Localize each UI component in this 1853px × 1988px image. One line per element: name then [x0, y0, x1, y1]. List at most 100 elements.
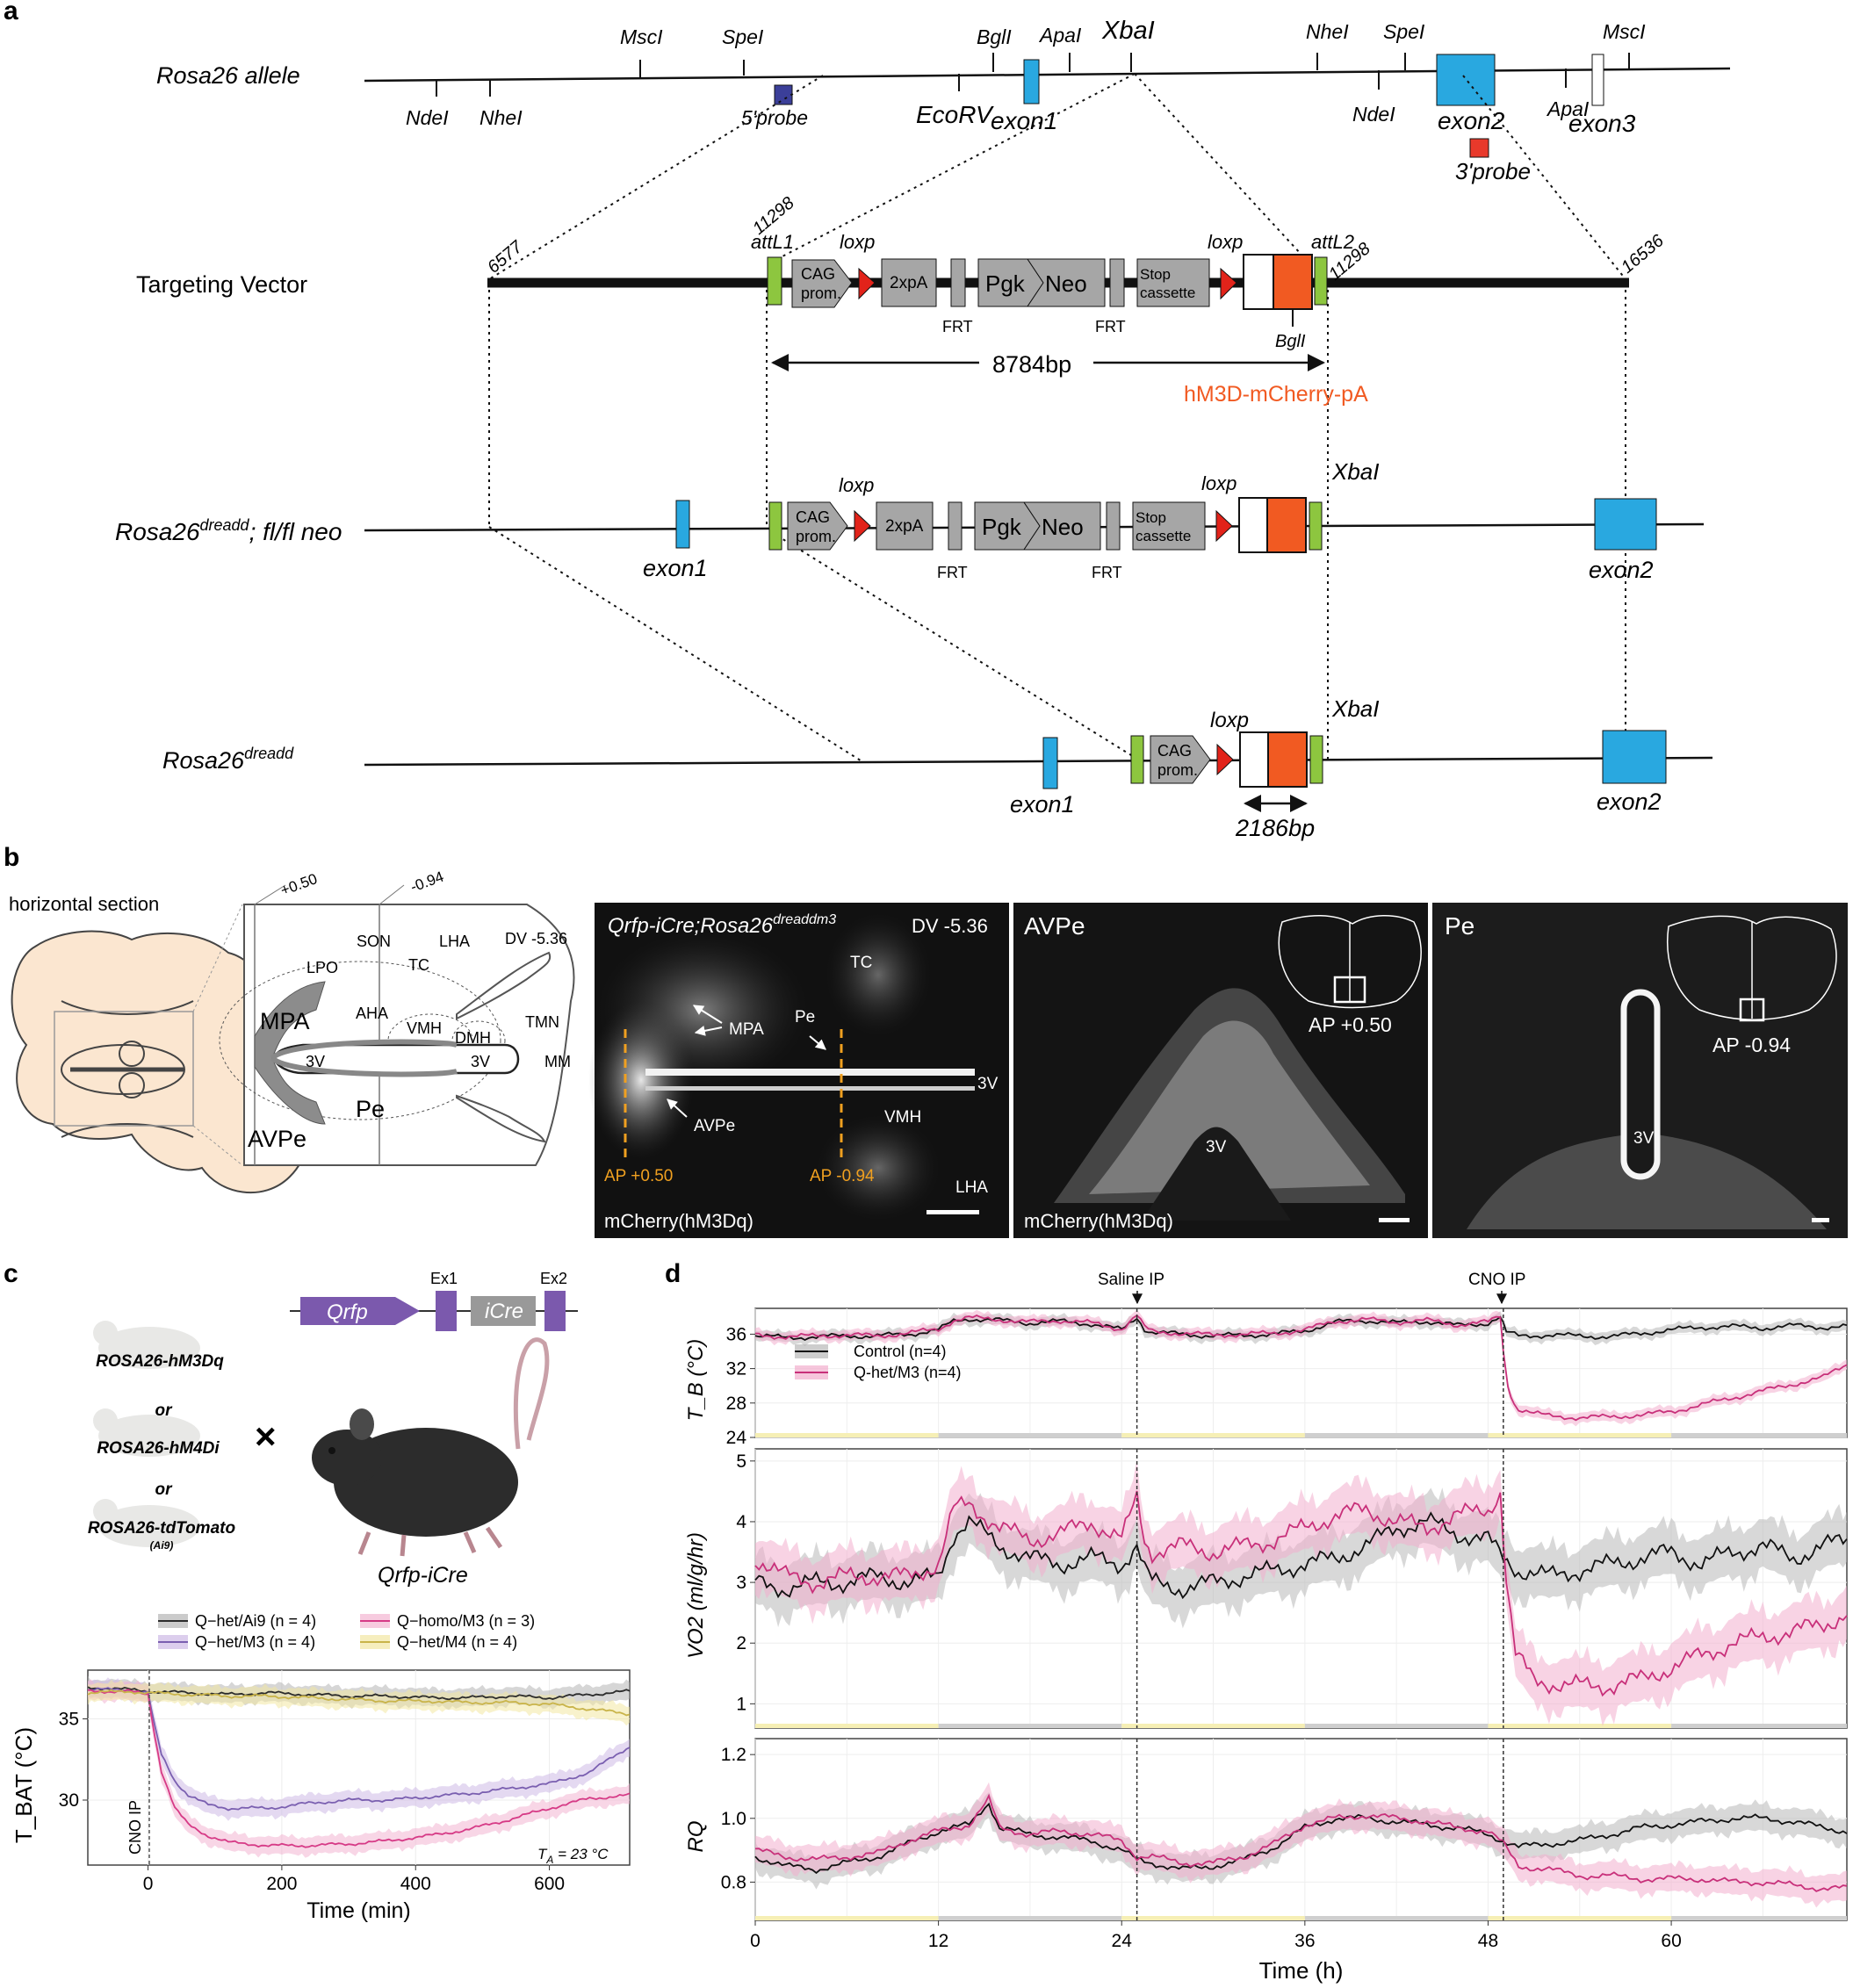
vector-loxp-2 [1220, 267, 1237, 300]
allele-exon1-box [1023, 59, 1040, 104]
chart-d-bands [755, 1459, 1847, 1726]
dark-phase-bar [938, 1916, 1122, 1920]
final-row-label: Rosa26dreadd [162, 745, 294, 774]
chart-d-lines [754, 1793, 1848, 1892]
vector-frt-2 [1109, 258, 1125, 307]
img1-dv: DV -5.36 [912, 915, 988, 937]
img1-TC: TC [850, 954, 872, 972]
img2-ap: AP +0.50 [1309, 1013, 1392, 1036]
probe3-label: 3'probe [1455, 158, 1531, 184]
chart-d-ytick-label: 1.2 [721, 1745, 746, 1765]
neo-cag-text: CAG [796, 508, 830, 526]
dark-phase-bar [1304, 1916, 1489, 1920]
light-phase-bar [1488, 1916, 1672, 1920]
img1-MPA: MPA [729, 1020, 764, 1039]
atlas-DV: DV -5.36 [505, 930, 567, 947]
vector-loxp-1 [858, 267, 876, 300]
vector-2xpa-box [881, 258, 937, 307]
line-ai9: (Ai9) [150, 1539, 174, 1552]
panel-b: b horizontal section +0.50 -0.94 [4, 843, 1848, 1238]
final-prom-text: prom. [1157, 761, 1198, 779]
img2-caption: mCherry(hM3Dq) [1024, 1210, 1173, 1232]
chart-c-ytick-label: 35 [59, 1710, 79, 1730]
neo-frt-label-2: FRT [1092, 564, 1122, 581]
img1-VMH: VMH [884, 1108, 921, 1127]
neo-xba-label: XbaI [1331, 458, 1380, 485]
vector-attL1-box [767, 256, 782, 306]
section-title: horizontal section [9, 893, 159, 915]
dark-phase-bar [1671, 1916, 1847, 1920]
vector-stop-text: Stop [1140, 266, 1171, 283]
neo-pgk-text: Pgk [982, 514, 1022, 540]
neo-2xpa-text: 2xpA [885, 517, 924, 536]
chart-d-xtick-label: 12 [928, 1931, 948, 1951]
chart-c-xtick-label: 200 [266, 1874, 297, 1894]
chart-d-xtick-label: 36 [1294, 1931, 1315, 1951]
panel-b-label: b [4, 843, 19, 872]
img3-ap: AP -0.94 [1712, 1034, 1791, 1056]
series-line-c-0 [87, 1686, 631, 1701]
site-ApaI-1: ApaI [1038, 24, 1082, 47]
atlas-SON: SON [357, 933, 391, 950]
chart-d-ytick-label: 4 [736, 1512, 746, 1532]
frt-label-1: FRT [942, 318, 973, 335]
vector-attL2-box [1314, 256, 1328, 306]
neo-stop-text: Stop [1136, 509, 1166, 526]
dark-phase-bar [1671, 1433, 1847, 1437]
coord-16536: 16536 [1618, 231, 1668, 277]
micrograph-avpe: AVPe AP +0.50 3V mCherry(hM3Dq) [1013, 903, 1428, 1238]
chart-d-ylabel: VO2 (ml/g/hr) [684, 1532, 708, 1659]
or-2: or [155, 1480, 174, 1499]
img1-ap-right: AP -0.94 [810, 1167, 875, 1185]
site-NdeI-2: NdeI [1352, 103, 1395, 126]
cassette-label: hM3D-mCherry-pA [1184, 382, 1368, 407]
series-line-c-1 [87, 1687, 631, 1812]
panel-a-label: a [4, 0, 18, 25]
or-1: or [155, 1401, 174, 1420]
site-ApaI-2: ApaI [1546, 97, 1590, 120]
dark-phase-bar [938, 1433, 1122, 1437]
series-line-d-1-0 [754, 1511, 1848, 1600]
chart-d-xlabel: Time (h) [1259, 1957, 1344, 1984]
vector-stop-box [1136, 258, 1210, 307]
vector-cag-text: CAG [801, 265, 835, 283]
chart-d-ytick-label: 1.0 [721, 1809, 746, 1829]
final-exon2-label: exon2 [1597, 789, 1662, 815]
neo-prom-text: prom. [796, 528, 836, 545]
chart-c-ytick-label: 30 [59, 1790, 79, 1811]
vector-cag-box [791, 259, 853, 308]
qrfp-icre-construct: Qrfp iCre Ex1 Ex2 [290, 1270, 578, 1331]
event-cno: CNO IP [1468, 1271, 1525, 1289]
line-tdTomato: ROSA26-tdTomato [88, 1519, 235, 1538]
coronal-inset-2 [1667, 915, 1837, 1022]
site-NdeI-1: NdeI [406, 106, 449, 129]
coord-6577: 6577 [484, 237, 527, 277]
chart-d-ytick-label: 1 [736, 1694, 746, 1714]
panel-a: a Rosa26 allele MscI SpeI BglI ApaI XbaI… [4, 0, 1731, 841]
img1-3V: 3V [977, 1075, 999, 1093]
site-NheI-1: NheI [1306, 20, 1349, 43]
event-saline: Saline IP [1098, 1271, 1164, 1289]
legend-label: Q−het/M3 (n = 4) [195, 1633, 315, 1651]
img1-caption: mCherry(hM3Dq) [604, 1210, 753, 1232]
frt-label-2: FRT [1095, 318, 1126, 335]
chart-c-ta: TA = 23 °C [537, 1846, 609, 1866]
series-band-c-1 [88, 1677, 630, 1821]
attL2-label: attL2 [1311, 231, 1354, 253]
neo-neo-text: Neo [1042, 514, 1084, 540]
vector-pgk-text: Pgk [985, 270, 1026, 297]
site-BglI: BglI [977, 25, 1012, 48]
final-length-text: 2186bp [1235, 815, 1315, 841]
dark-phase-bar [1304, 1433, 1489, 1437]
img2-title: AVPe [1024, 912, 1085, 940]
atlas-DMH: DMH [455, 1029, 491, 1047]
light-phase-bar [1121, 1916, 1305, 1920]
neo-exon1-label: exon1 [643, 555, 708, 581]
legend-label: Q−homo/M3 (n = 3) [397, 1612, 535, 1630]
atlas-level-1: +0.50 [278, 870, 320, 899]
img1-Pe: Pe [795, 1008, 815, 1026]
site-EcoRV: EcoRV [916, 101, 994, 128]
